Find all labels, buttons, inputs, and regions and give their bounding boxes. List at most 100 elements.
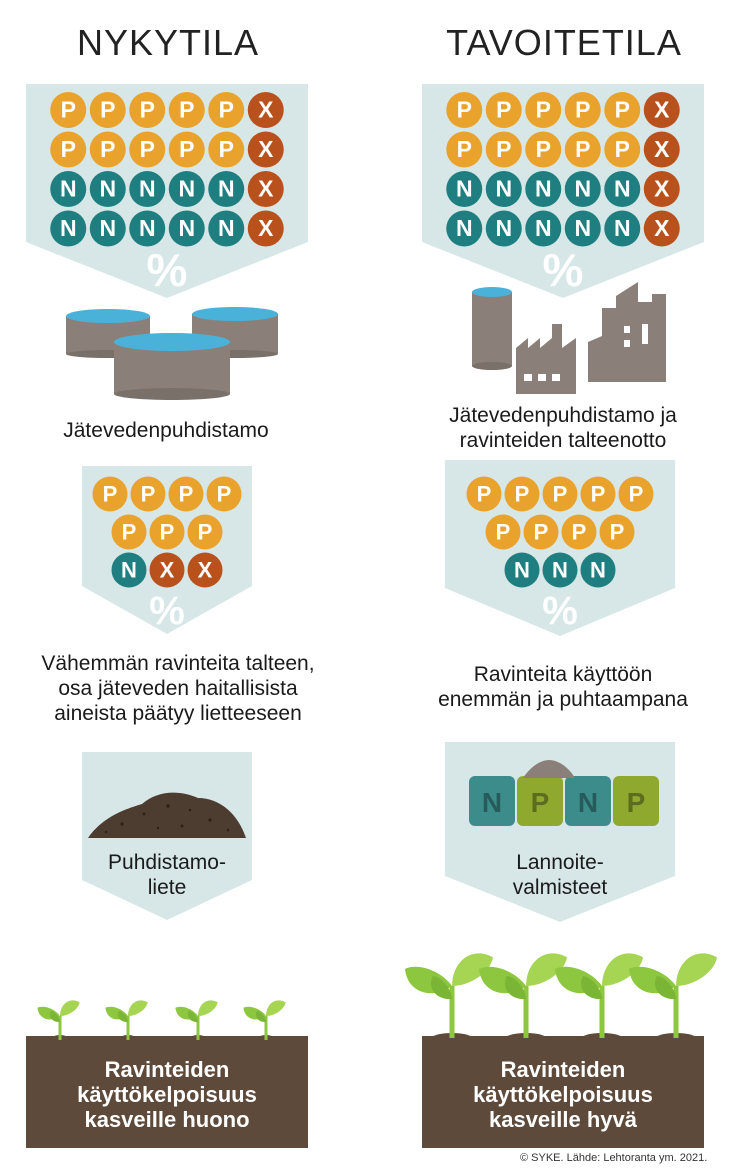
left-process-caption: Vähemmän ravinteita talteen, osa jäteved… (20, 651, 336, 726)
seedling-icon (105, 1000, 148, 1046)
svg-text:N: N (456, 176, 473, 202)
nutrient-coin-x: X (643, 210, 680, 247)
svg-text:N: N (139, 215, 156, 241)
nutrient-coin-p: P (187, 514, 223, 550)
caption-line: Jätevedenpuhdistamo ja (449, 404, 677, 427)
nutrient-coin-p: P (466, 476, 502, 512)
treatment-and-recovery-plant-icon (466, 278, 670, 396)
nutrient-coin-p: P (542, 476, 578, 512)
nutrient-coin-p: P (485, 514, 521, 550)
nutrient-coin-n: N (525, 210, 562, 247)
nutrient-coin-x: X (247, 171, 284, 207)
svg-text:P: P (457, 97, 472, 123)
nutrient-coin-p: P (206, 476, 242, 512)
percent-symbol: % (149, 589, 185, 633)
nutrient-coin-p: P (618, 476, 654, 512)
nutrient-coin-x: X (643, 171, 680, 207)
nutrient-coin-x: X (247, 92, 284, 128)
nutrient-coin-p: P (446, 92, 483, 128)
svg-text:N: N (178, 176, 195, 202)
fertilizer-granules-icon (523, 760, 575, 778)
svg-text:P: P (457, 136, 472, 162)
caption-line: liete (147, 876, 187, 899)
nutrient-coin-n: N (50, 210, 87, 247)
svg-text:N: N (535, 215, 552, 241)
soil-text-line: käyttökelpoisuus (473, 1082, 653, 1107)
svg-text:N: N (99, 176, 116, 202)
svg-text:N: N (99, 215, 116, 241)
svg-text:P: P (572, 519, 587, 544)
right-soil-bed (422, 1036, 704, 1148)
svg-text:P: P (140, 136, 155, 162)
svg-text:P: P (477, 481, 492, 506)
nutrient-coin-p: P (92, 476, 128, 512)
caption-line: Lannoite- (516, 851, 604, 874)
caption-line: enemmän ja puhtaampana (438, 688, 688, 711)
nutrient-coin-p: P (525, 131, 562, 168)
svg-text:N: N (535, 176, 552, 202)
nutrient-coin-n: N (580, 552, 616, 588)
svg-text:P: P (615, 136, 630, 162)
nutrient-coin-n: N (604, 210, 641, 247)
svg-text:N: N (60, 215, 77, 241)
nutrient-coin-x: X (187, 552, 223, 588)
nutrient-coin-x: X (247, 131, 284, 168)
fertilizer-bag-n: N (565, 776, 611, 826)
svg-text:N: N (552, 557, 568, 582)
seedling-icon (243, 1000, 286, 1046)
svg-text:P: P (627, 787, 646, 818)
svg-text:N: N (121, 557, 137, 582)
nutrient-coin-n: N (504, 552, 540, 588)
nutrient-coin-p: P (561, 514, 597, 550)
seedling-icon (37, 1000, 80, 1046)
right-seedlings-icon (404, 924, 724, 1046)
nutrient-coin-x: X (149, 552, 185, 588)
caption-line: Ravinteita käyttöön (473, 663, 653, 686)
seedling-icon (479, 953, 567, 1046)
nutrient-coin-p: P (89, 92, 126, 128)
svg-text:P: P (219, 136, 234, 162)
nutrient-coin-p: P (485, 92, 522, 128)
fertilizer-bag-p: P (517, 776, 563, 826)
nutrient-coin-n: N (168, 210, 205, 247)
svg-text:N: N (495, 215, 512, 241)
left-product-caption: Puhdistamo- liete (82, 850, 252, 900)
svg-text:P: P (217, 481, 232, 506)
nutrient-coin-p: P (208, 131, 245, 168)
soil-text-line: käyttökelpoisuus (77, 1082, 257, 1107)
nutrient-coin-p: P (599, 514, 635, 550)
nutrient-coin-p: P (523, 514, 559, 550)
nutrient-coin-p: P (168, 131, 205, 168)
nutrient-coin-n: N (542, 552, 578, 588)
svg-text:P: P (198, 519, 213, 544)
seedling-icon (629, 953, 717, 1046)
caption-line: ravinteiden talteenotto (459, 429, 667, 452)
caption-line: Puhdistamo- (108, 851, 226, 874)
svg-text:N: N (614, 176, 631, 202)
svg-text:P: P (179, 97, 194, 123)
nutrient-coin-n: N (89, 171, 126, 207)
svg-text:N: N (482, 787, 502, 818)
nutrient-coin-p: P (485, 131, 522, 168)
svg-text:N: N (495, 176, 512, 202)
svg-text:P: P (496, 97, 511, 123)
svg-text:X: X (198, 557, 213, 582)
nutrient-coin-n: N (525, 171, 562, 207)
svg-text:N: N (614, 215, 631, 241)
nutrient-coin-n: N (485, 171, 522, 207)
svg-text:X: X (654, 97, 670, 123)
left-soil-text: Ravinteiden käyttökelpoisuus kasveille h… (26, 1057, 308, 1132)
svg-text:P: P (531, 787, 550, 818)
source-credit: © SYKE. Lähde: Lehtoranta ym. 2021. (520, 1152, 708, 1164)
left-column-title: NYKYTILA (76, 22, 260, 63)
svg-text:P: P (610, 519, 625, 544)
caption-line: valmisteet (512, 876, 608, 899)
seedling-icon (405, 953, 493, 1046)
svg-text:X: X (258, 97, 274, 123)
nutrient-coin-x: X (643, 92, 680, 128)
